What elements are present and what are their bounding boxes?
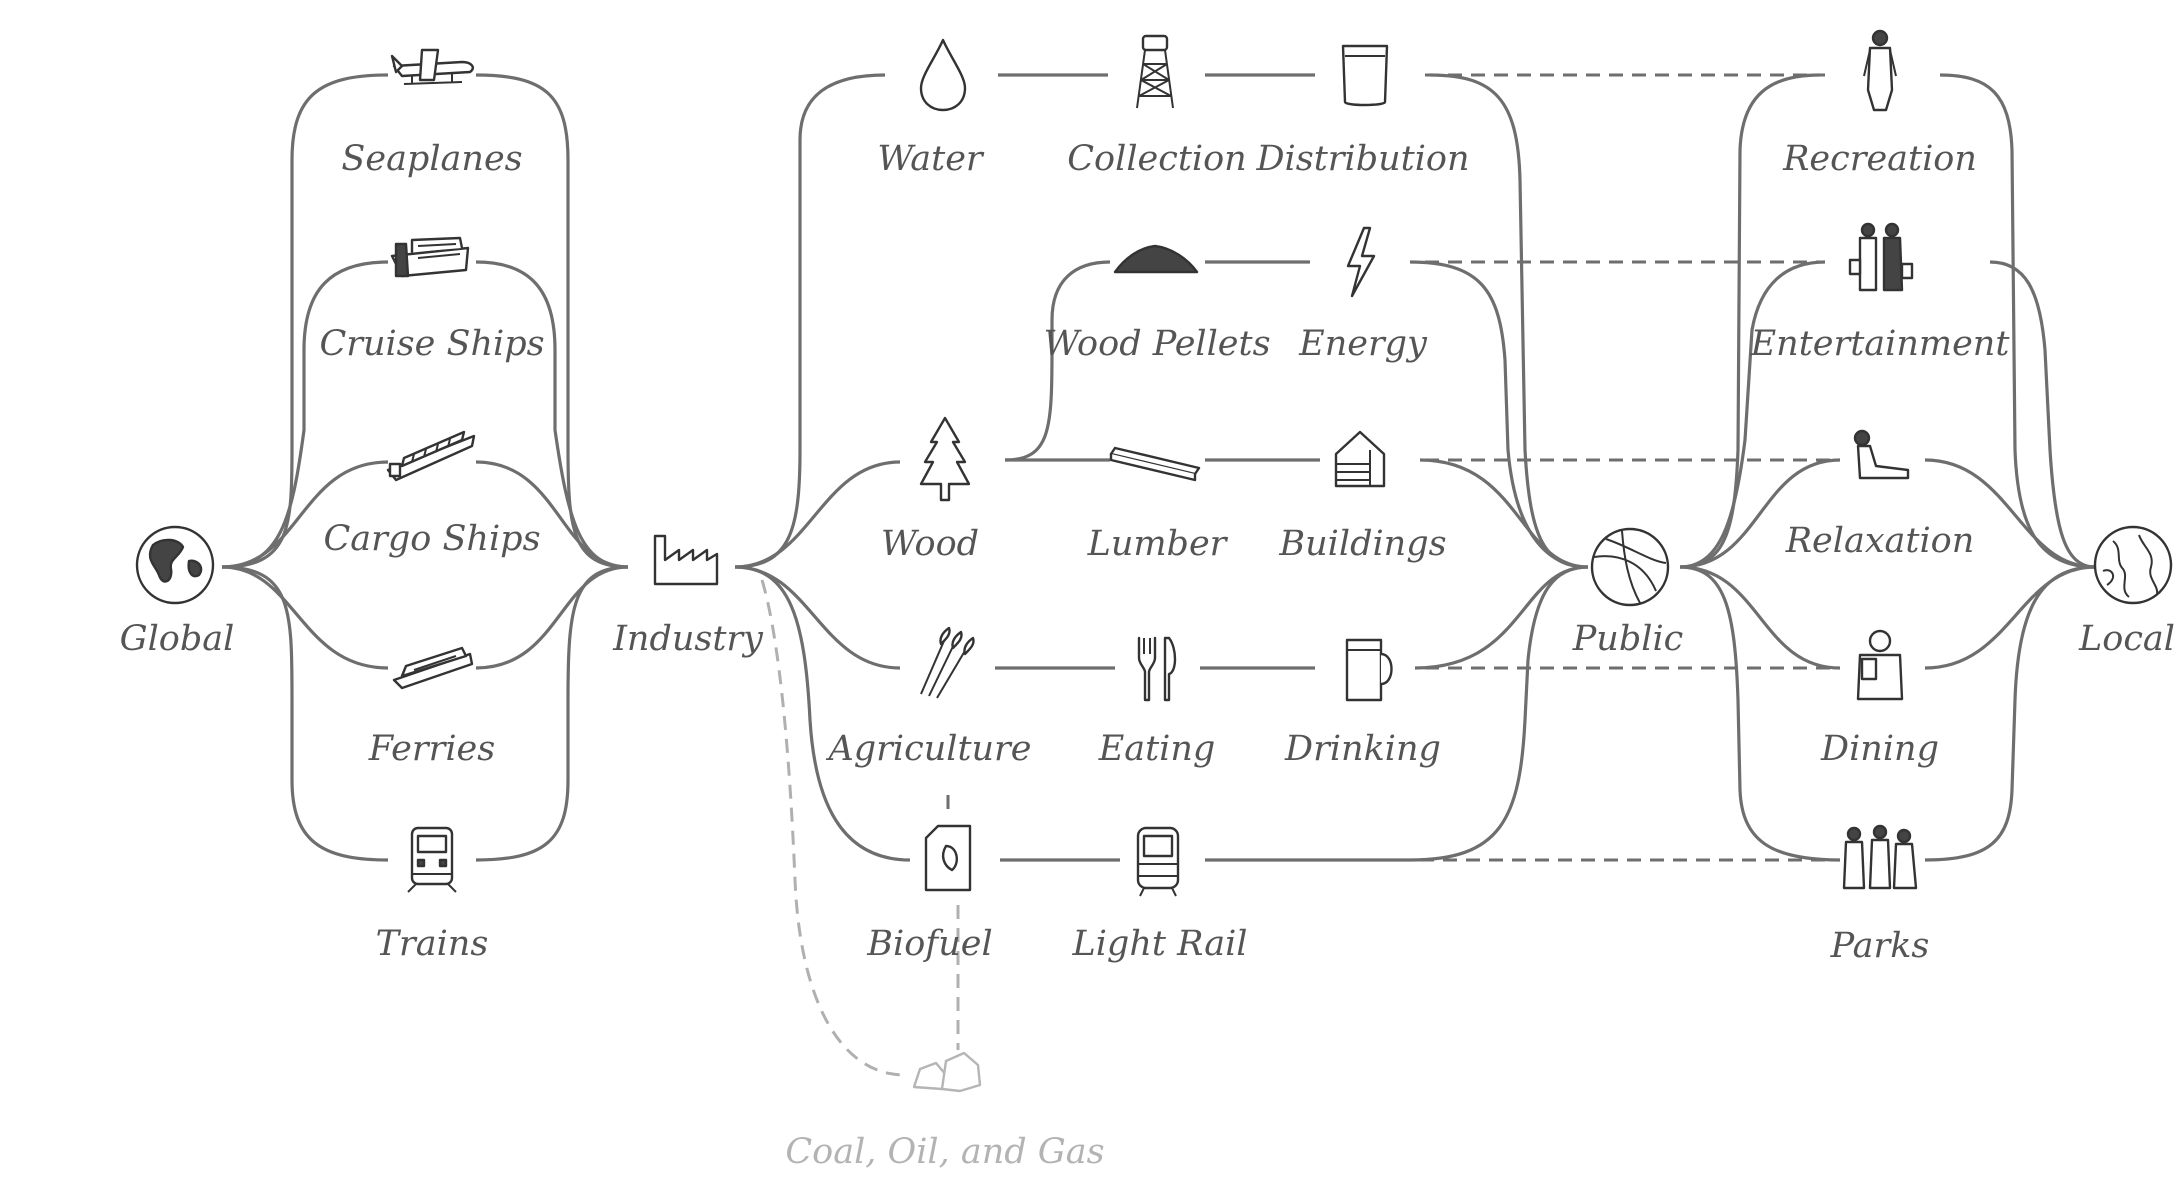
label-distribution: Distribution [1255, 139, 1469, 179]
label-buildings: Buildings [1278, 524, 1446, 564]
label-parks: Parks [1830, 926, 1930, 966]
label-trains: Trains [376, 924, 489, 964]
labels: Global Seaplanes Cruise Ships Cargo Ship… [120, 139, 2175, 1172]
person-standing-icon [1863, 29, 1897, 112]
label-collection: Collection [1067, 139, 1246, 179]
cruise-ship-icon [390, 236, 470, 278]
connector-lines [221, 73, 2096, 1077]
connector-global-seaplanes [221, 73, 389, 569]
pine-tree-icon [919, 416, 971, 502]
label-eating: Eating [1098, 729, 1216, 769]
label-drinking: Drinking [1284, 729, 1441, 769]
water-glass-icon [1341, 44, 1389, 107]
cargo-ship-icon [386, 430, 476, 482]
group-people-icon [1842, 824, 1918, 890]
label-light-rail: Light Rail [1072, 924, 1248, 964]
beer-mug-icon [1345, 638, 1393, 702]
person-drinking-icon [1856, 629, 1904, 701]
label-recreation: Recreation [1782, 139, 1977, 179]
label-local: Local [2078, 619, 2175, 659]
label-entertainment: Entertainment [1750, 324, 2011, 364]
label-ferries: Ferries [368, 729, 495, 769]
label-cargo-ships: Cargo Ships [323, 519, 540, 559]
water-drop-icon [919, 38, 967, 112]
beach-ball-icon [1590, 527, 1670, 607]
connector-seaplanes-industry [475, 73, 629, 569]
label-public: Public [1572, 619, 1684, 659]
connector-cargo-industry [475, 460, 629, 569]
label-energy: Energy [1298, 324, 1428, 364]
connector-buildings-public [1419, 458, 1589, 569]
globe-icon [135, 525, 215, 605]
connector-public-relaxation [1679, 458, 1841, 569]
pellet-pile-icon [1113, 244, 1199, 274]
connector-dining-local [1924, 565, 2096, 670]
label-agriculture: Agriculture [826, 729, 1032, 769]
water-tower-icon [1136, 34, 1174, 109]
label-global: Global [120, 619, 235, 659]
connector-energy-public [1409, 260, 1589, 569]
connector-parks-local [1924, 565, 2096, 862]
connector-industry-biofuel [734, 565, 911, 862]
wheat-icon [920, 626, 975, 699]
house-icon [1334, 430, 1386, 488]
connector-lightrail-public [1205, 565, 1589, 862]
tram-icon [1136, 826, 1180, 897]
label-lumber: Lumber [1087, 524, 1229, 564]
label-water: Water [877, 139, 985, 179]
label-wood: Wood [881, 524, 979, 564]
connector-recreation-local [1939, 73, 2096, 569]
fuel-can-icon [924, 824, 972, 892]
connector-industry-wood [734, 460, 901, 569]
connector-relaxation-local [1924, 458, 2096, 569]
connector-global-ferries [221, 565, 389, 670]
label-industry: Industry [612, 619, 764, 659]
icons [135, 29, 2173, 1093]
connector-global-trains [221, 565, 389, 862]
fork-knife-icon [1137, 636, 1177, 702]
lightning-icon [1346, 226, 1376, 298]
person-reclining-icon [1853, 429, 1910, 480]
connector-trains-industry [475, 565, 629, 862]
connector-drinking-public [1414, 565, 1589, 670]
connector-public-entertainment [1679, 260, 1826, 569]
factory-icon [653, 534, 719, 586]
label-cruise-ships: Cruise Ships [319, 324, 544, 364]
label-dining: Dining [1820, 729, 1939, 769]
connector-global-cargo [221, 460, 389, 569]
dashed-industry-coal [760, 579, 906, 1077]
seaplane-icon [390, 48, 474, 85]
train-icon [407, 826, 457, 893]
label-seaplanes: Seaplanes [341, 139, 522, 179]
label-relaxation: Relaxation [1785, 521, 1975, 561]
connector-industry-water [734, 73, 886, 569]
lumber-plank-icon [1109, 446, 1201, 482]
connector-ferries-industry [475, 565, 629, 670]
connector-public-parks [1679, 565, 1841, 862]
ferry-icon [392, 646, 474, 690]
connector-public-dining [1679, 565, 1841, 670]
label-wood-pellets: Wood Pellets [1043, 324, 1270, 364]
connector-public-recreation [1679, 73, 1821, 569]
connector-wood-pellets [1004, 260, 1111, 462]
rocks-icon [912, 1051, 982, 1093]
label-coal-oil-gas: Coal, Oil, and Gas [785, 1132, 1104, 1172]
local-map-icon [2093, 525, 2173, 605]
people-shopping-icon [1848, 222, 1914, 292]
label-biofuel: Biofuel [866, 924, 992, 964]
connector-entertainment-local [1989, 260, 2096, 569]
